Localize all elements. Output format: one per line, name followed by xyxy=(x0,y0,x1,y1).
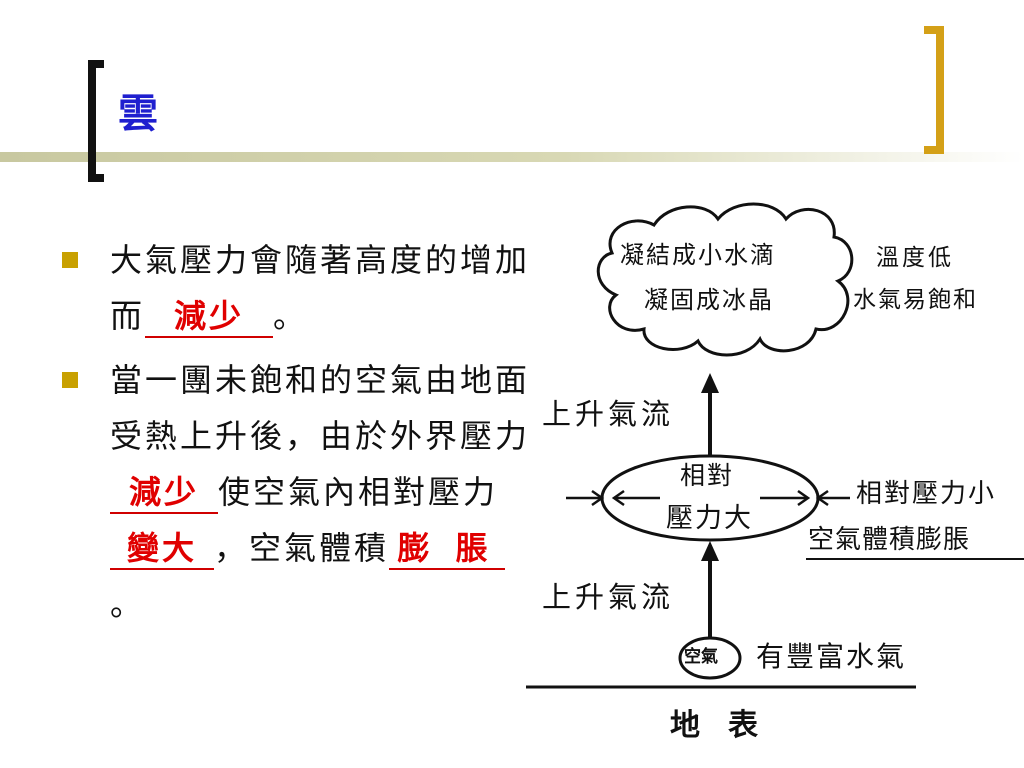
outer-left-arrow-head xyxy=(591,489,605,507)
label-vapor-saturation: 水氣易飽和 xyxy=(853,287,978,313)
bullet-list: 大氣壓力會隨著高度的增加而減少。 當一團未飽和的空氣由地面受熱上升後，由於外界壓… xyxy=(60,232,530,640)
bullet-1-text-a: 大氣壓力會隨著高度的增加而 xyxy=(110,241,531,335)
air-parcel-circle xyxy=(678,636,742,680)
cloud-text-freeze-crystals: 凝固成冰晶 xyxy=(644,286,774,314)
label-ground-surface: 地表 xyxy=(670,708,786,743)
bullet-text-1: 大氣壓力會隨著高度的增加而減少。 xyxy=(110,232,530,344)
label-rising-air-top: 上升氣流 xyxy=(542,397,675,431)
cloud-text-condense-droplets: 凝結成小水滴 xyxy=(620,241,776,269)
upper-arrow-head xyxy=(701,373,719,393)
bullet-2-text-a: 當一團未飽和的空氣由地面受熱上升後，由於外界壓力 xyxy=(110,361,531,455)
answer-blank-decrease-2: 減少 xyxy=(110,472,218,514)
label-rising-air-bottom: 上升氣流 xyxy=(542,580,675,614)
bullet-1-text-b: 。 xyxy=(273,297,309,335)
bullet-2-text-b: 使空氣內相對壓力 xyxy=(218,473,499,511)
ellipse-text-high-pressure: 壓力大 xyxy=(666,503,753,534)
diagram-drawing xyxy=(526,202,1024,689)
cloud-formation-diagram: 凝結成小水滴 凝固成冰晶 溫度低 水氣易飽和 上升氣流 上升氣流 相對 壓力大 … xyxy=(520,195,1024,768)
right-bracket-decoration xyxy=(924,26,944,154)
bullet-square-icon xyxy=(62,372,78,388)
label-rich-moisture: 有豐富水氣 xyxy=(756,640,907,673)
bullet-item-1: 大氣壓力會隨著高度的增加而減少。 xyxy=(60,232,530,344)
answer-blank-expand-a: 膨 xyxy=(389,528,442,570)
bullet-2-text-d: 。 xyxy=(110,585,146,623)
inner-right-arrow-head xyxy=(797,489,811,507)
answer-blank-expand-b: 脹 xyxy=(441,528,506,570)
ellipse-text-relative: 相對 xyxy=(680,461,735,490)
page-title: 雲 xyxy=(118,90,158,137)
label-air-volume-expands: 空氣體積膨脹 xyxy=(808,525,971,555)
cloud-shape xyxy=(596,202,854,357)
outer-right-arrow-head xyxy=(815,489,829,507)
label-relative-pressure-low: 相對壓力小 xyxy=(856,479,997,509)
air-parcel-label: 空氣 xyxy=(684,647,718,667)
bullet-text-2: 當一團未飽和的空氣由地面受熱上升後，由於外界壓力減少使空氣內相對壓力變大，空氣體… xyxy=(110,352,530,632)
answer-blank-increase: 變大 xyxy=(110,528,214,570)
bullet-2-text-c: ，空氣體積 xyxy=(214,529,390,567)
inner-left-arrow-head xyxy=(611,489,625,507)
answer-blank-decrease-1: 減少 xyxy=(145,296,274,338)
label-low-temperature: 溫度低 xyxy=(876,245,954,271)
bullet-item-2: 當一團未飽和的空氣由地面受熱上升後，由於外界壓力減少使空氣內相對壓力變大，空氣體… xyxy=(60,352,530,632)
bullet-square-icon xyxy=(62,252,78,268)
lower-arrow-head xyxy=(701,541,719,561)
left-bracket-decoration xyxy=(88,60,104,182)
title-underline-bar xyxy=(0,152,1024,162)
